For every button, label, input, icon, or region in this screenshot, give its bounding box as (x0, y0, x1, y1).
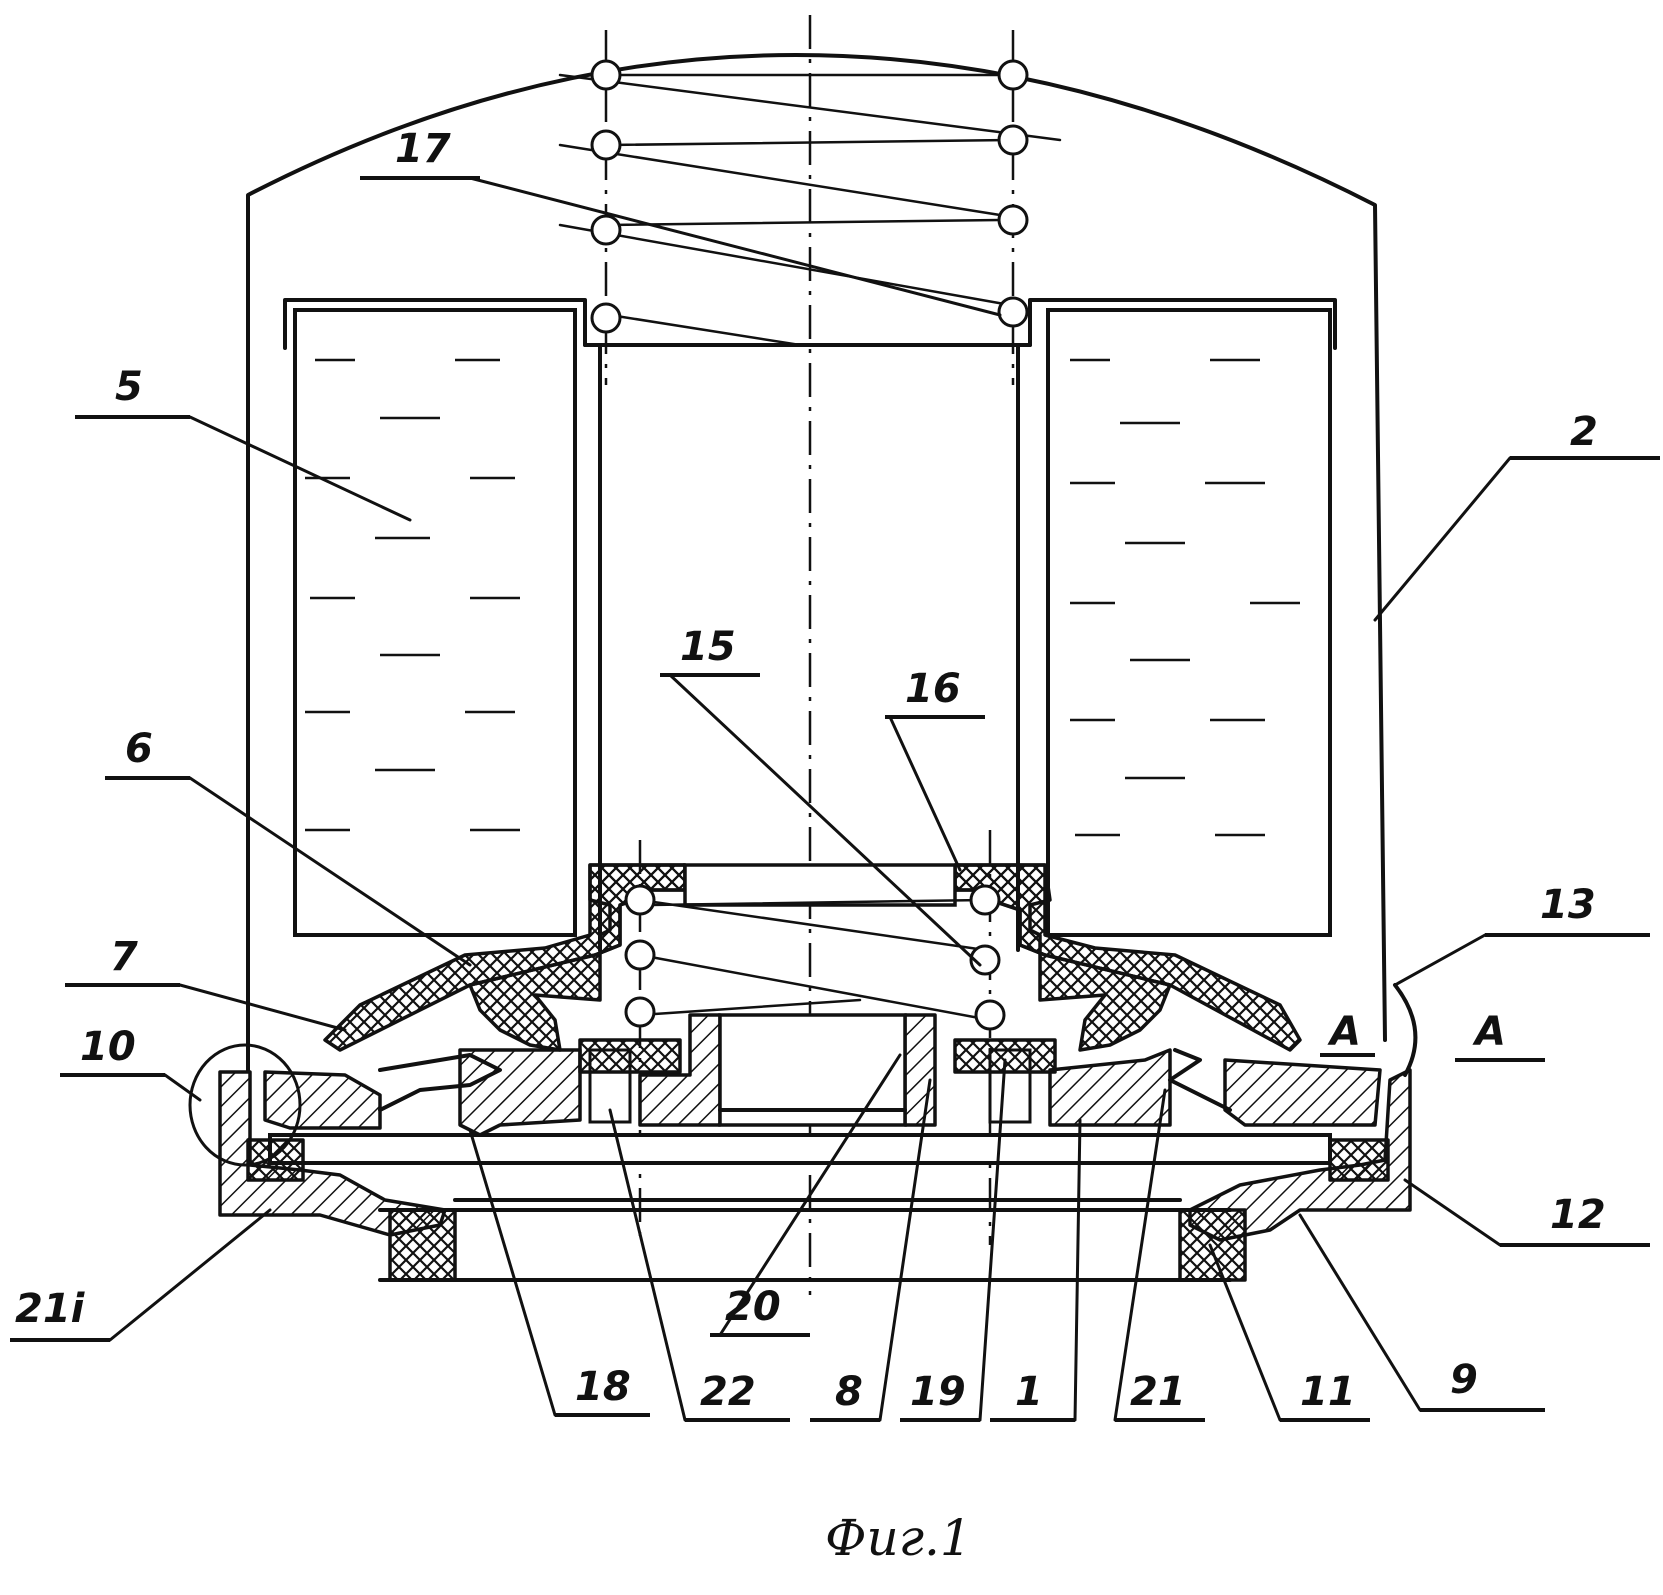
armature-diaphragm (323, 863, 1302, 1052)
seal-13 (1393, 983, 1418, 1077)
coil-right (1046, 308, 1332, 937)
label-16: 16 (905, 666, 961, 712)
label-11: 11 (1300, 1369, 1356, 1415)
label-17: 17 (395, 126, 451, 172)
label-22: 22 (700, 1369, 756, 1415)
leader-lines (10, 176, 1660, 1422)
upper-spring (558, 59, 1062, 347)
label-1: 1 (1015, 1369, 1043, 1415)
label-A-left: A (1327, 1009, 1361, 1055)
label-10: 10 (80, 1024, 136, 1070)
base-plate (218, 1068, 1412, 1282)
yoke-top (283, 298, 1337, 952)
detail-circle (188, 1043, 302, 1167)
label-2: 2 (1570, 409, 1598, 455)
label-6: 6 (125, 726, 153, 772)
figure-caption: Фиг.1 (825, 1509, 972, 1567)
label-8: 8 (835, 1369, 863, 1415)
label-9: 9 (1450, 1357, 1478, 1403)
valve-body (263, 1013, 1382, 1137)
label-21i: 21i (15, 1286, 86, 1332)
label-A-right: A (1472, 1009, 1506, 1055)
label-19: 19 (910, 1369, 966, 1415)
label-21: 21 (1130, 1369, 1186, 1415)
coil-left (293, 308, 577, 937)
label-13: 13 (1540, 882, 1596, 928)
label-20: 20 (725, 1284, 781, 1330)
label-15: 15 (680, 624, 736, 670)
label-12: 12 (1550, 1192, 1606, 1238)
label-5: 5 (115, 364, 143, 410)
part-labels: 17 5 2 15 16 6 13 7 10 A A 12 21i 20 18 … (15, 126, 1606, 1415)
label-7: 7 (110, 934, 138, 980)
housing (246, 52, 1387, 1072)
label-18: 18 (575, 1364, 631, 1410)
